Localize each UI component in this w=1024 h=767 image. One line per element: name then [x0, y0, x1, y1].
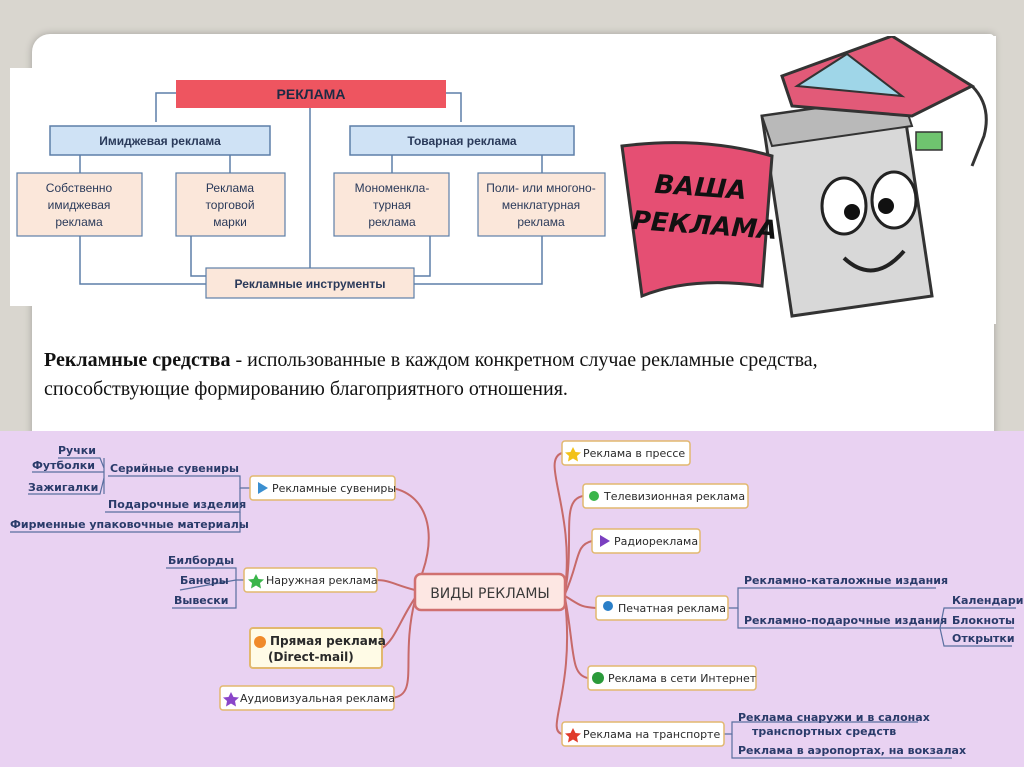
sub-airports: Реклама в аэропортах, на вокзалах [738, 744, 966, 757]
person-icon [254, 636, 266, 648]
leaf-4-line-3: реклама [517, 215, 565, 229]
left-branch-label: Имиджевая реклама [99, 134, 221, 148]
node-souvenirs [249, 475, 396, 501]
tv-icon [589, 491, 599, 501]
mailbox-badge [915, 131, 943, 151]
star-icon [223, 692, 239, 707]
mindmap-branch-lines [375, 452, 597, 735]
star-icon [248, 574, 264, 589]
definition-paragraph: Рекламные средства - использованные в ка… [44, 346, 964, 404]
smile [842, 249, 906, 273]
sub-calendars: Календари [952, 594, 1023, 607]
sub-packaging: Фирменные упаковочные материалы [10, 518, 249, 531]
sub-outside-line-1: Реклама снаружи и в салонах [738, 711, 930, 724]
star-icon [565, 728, 581, 743]
star-icon [565, 447, 581, 462]
newspaper-inner [794, 52, 906, 98]
leaf-3-line-2: турная [373, 198, 411, 212]
mindmap-sub-lines [10, 457, 1016, 759]
definition-term: Рекламные средства [44, 349, 231, 371]
right-pupil [878, 198, 894, 214]
node-tv-label: Телевизионная реклама [603, 490, 745, 503]
sub-tshirts: Футболки [32, 459, 95, 472]
person-icon [603, 601, 613, 611]
node-direct [249, 627, 383, 669]
node-press [561, 440, 691, 466]
leaf-box-3 [333, 172, 450, 237]
right-branch-label: Товарная реклама [407, 134, 517, 148]
node-av-label: Аудиовизуальная реклама [240, 692, 395, 705]
sub-postcards: Открытки [952, 632, 1015, 645]
node-print [595, 595, 729, 621]
cartoon-mailbox-illustration: ВАША РЕКЛАМА [612, 36, 996, 324]
leaf-4-line-2: менклатурная [502, 198, 580, 212]
leaf-4-line-1: Поли- или многоно- [486, 181, 595, 195]
node-transport-label: Реклама на транспорте [583, 728, 720, 741]
node-outdoor [243, 567, 378, 593]
root-box [176, 80, 446, 108]
leaf-1-line-1: Собственно [46, 181, 113, 195]
node-outdoor-label: Наружная реклама [266, 574, 378, 587]
diagram-connectors [79, 92, 543, 285]
leaf-3-line-1: Мономенкла- [355, 181, 430, 195]
center-node [413, 572, 567, 612]
leaf-box-2 [175, 172, 286, 237]
sign-line-1: ВАША [654, 170, 748, 206]
leaf-2-line-3: марки [213, 215, 247, 229]
info-icon [592, 672, 604, 684]
leaf-box-4 [477, 172, 606, 237]
leaf-1-line-3: реклама [55, 215, 103, 229]
right-branch-box [349, 125, 575, 156]
node-press-label: Реклама в прессе [583, 447, 685, 460]
definition-text: - использованные в каждом конкретном слу… [44, 349, 818, 400]
leaf-box-1 [16, 172, 143, 237]
sub-gifts: Подарочные изделия [108, 498, 246, 511]
advertising-types-mindmap: ВИДЫ РЕКЛАМЫ Рекламные сувениры Наружная… [10, 440, 1023, 759]
sub-lighters: Зажигалки [28, 481, 98, 494]
sub-notepads: Блокноты [952, 614, 1015, 627]
node-direct-line-2: (Direct-mail) [268, 650, 354, 664]
sub-gift-editions: Рекламно-подарочные издания [744, 614, 947, 627]
sub-catalog: Рекламно-каталожные издания [744, 574, 948, 587]
sub-billboards: Билборды [168, 554, 234, 567]
node-tv [582, 483, 749, 509]
sub-banners: Банеры [180, 574, 229, 587]
sub-serial: Серийные сувениры [110, 462, 239, 475]
node-radio-label: Радиореклама [614, 535, 698, 548]
node-internet [587, 665, 757, 691]
sub-signs: Вывески [174, 594, 228, 607]
arm-right [970, 84, 988, 167]
flag-icon [258, 482, 268, 494]
sub-outside-line-2: транспортных средств [752, 725, 896, 738]
left-branch-box [49, 125, 271, 156]
leaf-1-line-2: имиджевая [48, 198, 111, 212]
node-radio [591, 528, 701, 554]
node-print-label: Печатная реклама [618, 602, 726, 615]
bottom-label: Рекламные инструменты [235, 277, 386, 291]
node-av [219, 685, 395, 711]
right-eye [870, 170, 918, 230]
root-label: РЕКЛАМА [277, 86, 346, 102]
leaf-2-line-2: торговой [205, 198, 254, 212]
left-eye [820, 176, 868, 236]
sub-pens: Ручки [58, 444, 96, 457]
node-direct-line-1: Прямая реклама [270, 634, 386, 648]
bottom-box [205, 267, 415, 299]
node-transport [561, 721, 725, 747]
left-pupil [844, 204, 860, 220]
node-internet-label: Реклама в сети Интернет [608, 672, 757, 685]
advertising-hierarchy-diagram: РЕКЛАМА Имиджевая реклама Товарная рекла… [10, 68, 610, 306]
center-node-label: ВИДЫ РЕКЛАМЫ [430, 586, 550, 602]
leaf-3-line-3: реклама [368, 215, 416, 229]
leaf-2-line-1: Реклама [206, 181, 254, 195]
flag-icon [600, 535, 610, 547]
advert-sign [620, 141, 774, 299]
node-souvenirs-label: Рекламные сувениры [272, 482, 396, 495]
